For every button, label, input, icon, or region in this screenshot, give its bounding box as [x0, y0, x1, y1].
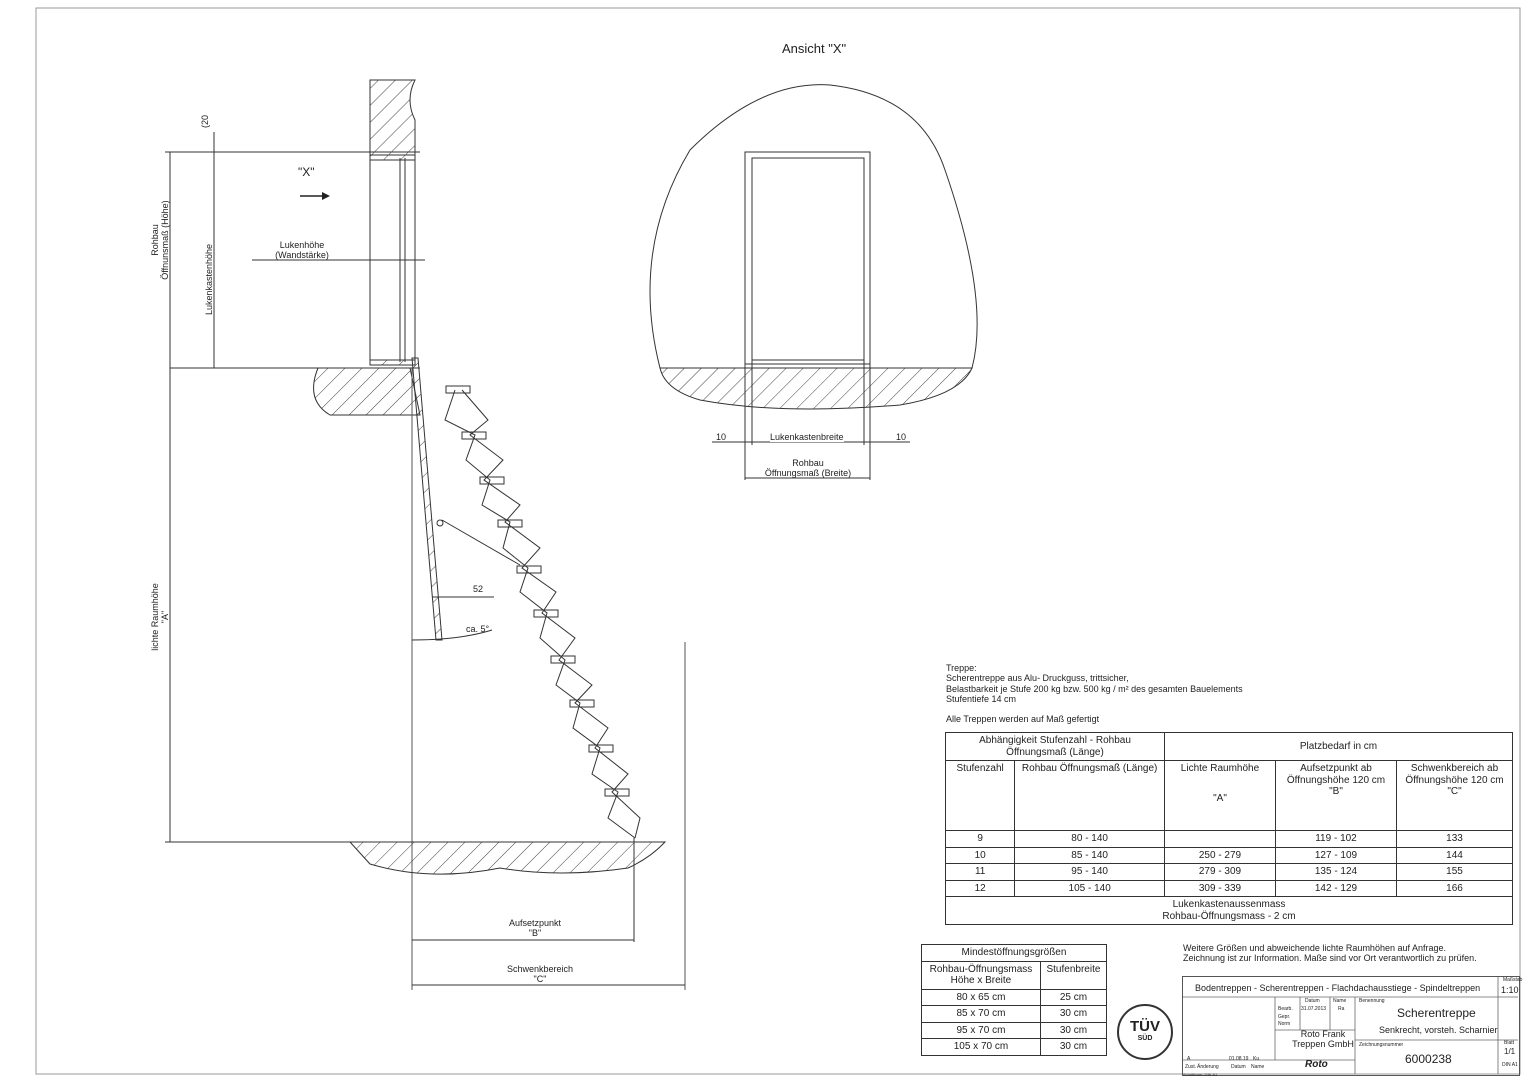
table-row: 12 105 - 140 309 - 339 142 - 129 166	[944, 879, 1513, 897]
table-header-left: Abhängigkeit Stufenzahl - Rohbau Öffnung…	[945, 732, 1165, 761]
table-header-right: Platzbedarf in cm	[1164, 732, 1513, 761]
title-block-lines	[1182, 976, 1518, 1074]
title-block: Bodentreppen - Scherentreppen - Flachdac…	[1182, 976, 1522, 1076]
note-line: Treppe:	[946, 663, 977, 673]
dim-10-left: 10	[716, 432, 727, 442]
lukenkastenbreite-label: Lukenkastenbreite	[770, 432, 844, 443]
col-schwenk: Schwenkbereich ab Öffnungshöhe 120 cm "C…	[1396, 760, 1513, 831]
angle-label: ca. 5°	[466, 624, 490, 634]
note-line: Stufentiefe 14 cm	[946, 694, 1017, 705]
dim-20-label: (20	[200, 114, 210, 128]
drawing-name: Scherentreppe	[1397, 1006, 1476, 1020]
view-x-frame-inner	[751, 157, 865, 361]
scissor-stair	[444, 389, 641, 839]
schwenkbereich-label: Schwenkbereich "C"	[506, 964, 574, 985]
rohbau-breite-label: Rohbau Öffnungsmaß (Breite)	[764, 458, 852, 479]
sheet-border	[35, 7, 1521, 1075]
floor-slab	[348, 841, 667, 875]
lichte-raumhoehe-label: lichte Raumhöhe "A"	[150, 583, 171, 651]
view-title: Ansicht "X"	[782, 41, 847, 56]
company: Roto Frank Treppen GmbH	[1292, 1029, 1354, 1050]
notes-block: Treppe: Scherentreppe aus Alu- Druckguss…	[946, 663, 1243, 725]
col-rohbau: Rohbau Öffnungsmaß (Länge)	[1014, 760, 1165, 831]
lukenhoehe-label: Lukenhöhe (Wandstärke)	[275, 240, 329, 261]
drawing-subname: Senkrecht, vorsteh. Scharnier	[1379, 1025, 1498, 1035]
drawing-number: 6000238	[1405, 1052, 1452, 1066]
x-marker-label: "X"	[298, 165, 315, 179]
ceiling-slab	[313, 367, 421, 416]
series-title: Bodentreppen - Scherentreppen - Flachdac…	[1195, 983, 1481, 993]
stair-dimension-table: Abhängigkeit Stufenzahl - Rohbau Öffnung…	[944, 732, 1513, 925]
min-table-title: Mindestöffnungsgrößen	[921, 944, 1107, 962]
view-x-outline	[649, 84, 978, 369]
col-aufsetz: Aufsetzpunkt ab Öffnungshöhe 120 cm "B"	[1275, 760, 1397, 831]
min-col-width: Stufenbreite	[1039, 960, 1108, 990]
sheet-number: 1/1	[1504, 1047, 1516, 1056]
note-line	[946, 704, 1243, 714]
remarks: Weitere Größen und abweichende lichte Ra…	[1183, 943, 1477, 964]
col-stufenzahl: Stufenzahl	[944, 760, 1016, 831]
view-x-frame-outer	[744, 151, 871, 365]
min-opening-table: Mindestöffnungsgrößen Rohbau-Öffnungsmas…	[921, 944, 1108, 1056]
table-row: 10 85 - 140 250 - 279 127 - 109 144	[944, 846, 1513, 864]
dim-10-right: 10	[896, 432, 907, 442]
scale: 1:10	[1501, 985, 1519, 995]
min-col-opening: Rohbau-Öffnungsmass Höhe x Breite	[921, 960, 1041, 990]
aufsetzpunkt-label: Aufsetzpunkt "B"	[508, 918, 562, 939]
col-lichte: Lichte Raumhöhe "A"	[1164, 760, 1276, 831]
wall-section	[369, 79, 416, 156]
dim-52-label: 52	[473, 584, 484, 594]
table-footer: Lukenkastenaussenmass Rohbau-Öffnungsmas…	[945, 896, 1513, 925]
view-x-floor	[659, 367, 973, 410]
stair-treads	[445, 385, 630, 797]
roto-logo: Roto	[1305, 1059, 1328, 1070]
hatch-lid	[411, 357, 443, 641]
note-line: Alle Treppen werden auf Maß gefertigt	[946, 714, 1100, 725]
table-row: 11 95 - 140 279 - 309 135 - 124 155	[944, 863, 1513, 881]
note-line: Scherentreppe aus Alu- Druckguss, tritts…	[946, 673, 1129, 684]
table-row: 9 80 - 140 119 - 102 133	[944, 830, 1513, 848]
note-line: Belastbarkeit je Stufe 200 kg bzw. 500 k…	[946, 683, 1243, 694]
rohbau-hoehe-label: Rohbau Öffnunsmaß (Höhe)	[150, 200, 171, 280]
lukenkasten-hoehe-label: Lukenkastenhöhe	[204, 243, 214, 315]
title-footer: Schriftform: DIN A1	[1183, 1072, 1218, 1077]
tuv-logo: TÜV SÜD	[1117, 1004, 1173, 1060]
